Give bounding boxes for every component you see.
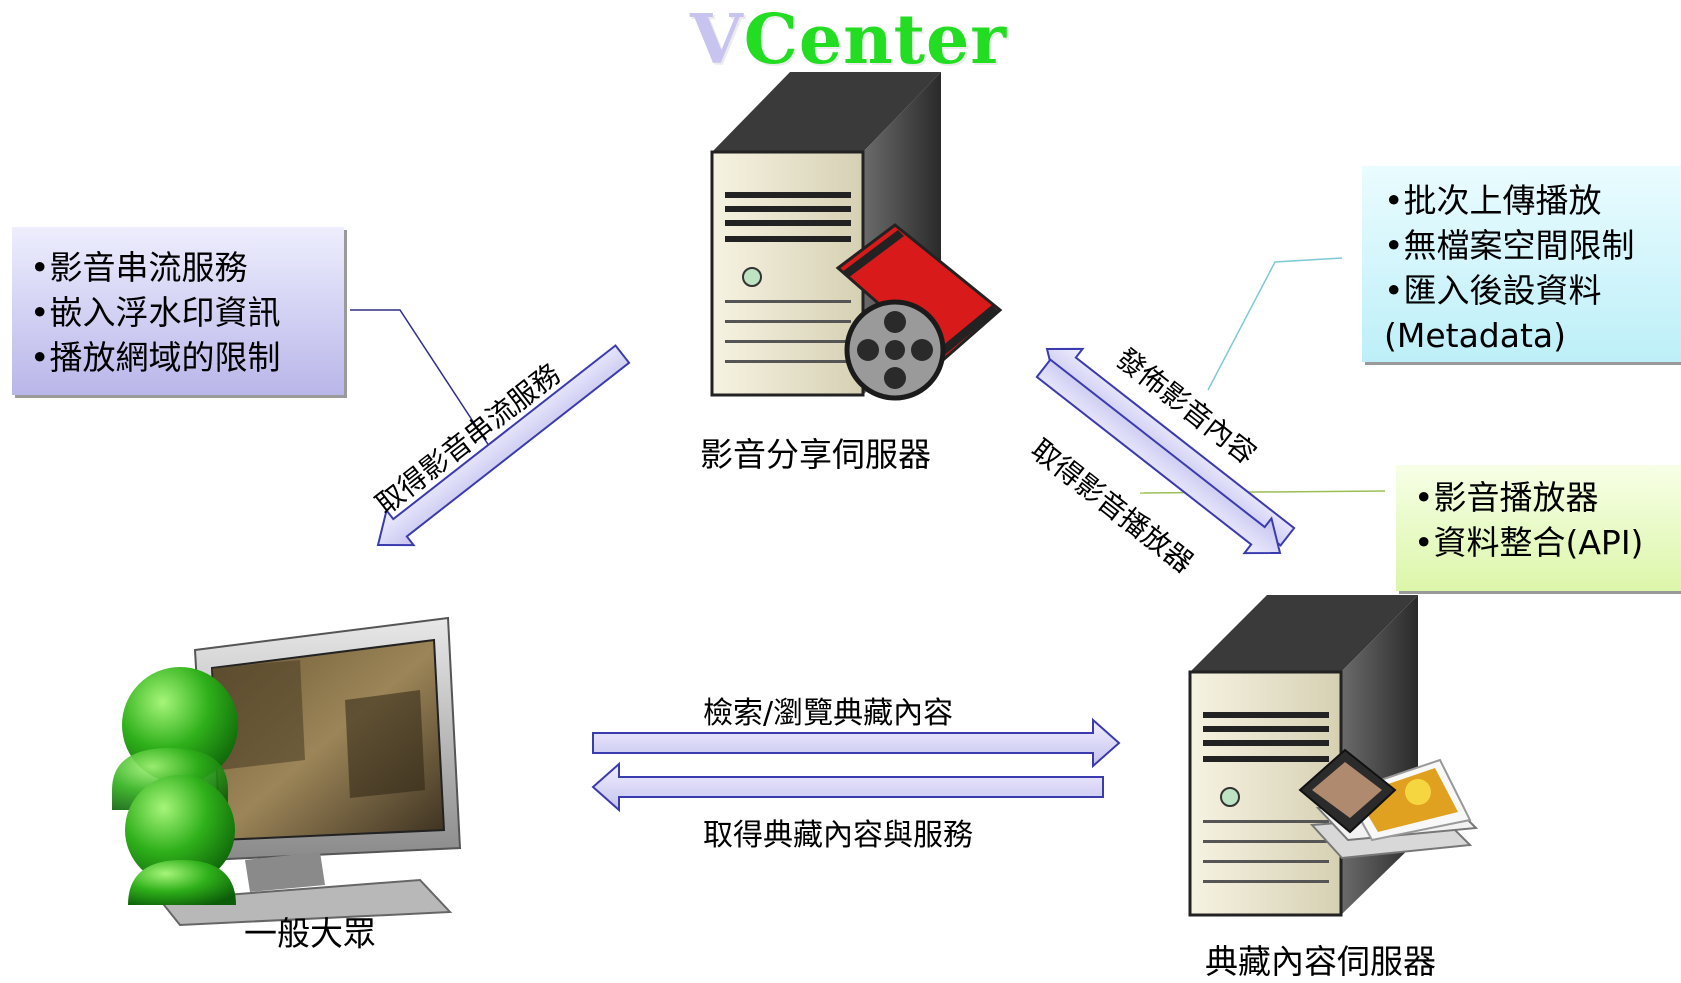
list-item: •無檔案空間限制 (1384, 226, 1635, 265)
collection-server-icon (1188, 595, 1418, 917)
stream-features-box: •影音串流服務 •嵌入浮水印資訊 •播放網域的限制 (12, 227, 344, 395)
collection-server-label: 典藏內容伺服器 (1205, 942, 1436, 981)
arrow-label-get-collection: 取得典藏內容與服務 (703, 818, 973, 853)
arrow-get-stream (376, 344, 631, 547)
right-top-box-connector (1207, 257, 1343, 391)
arrow-get-player (1035, 358, 1282, 555)
left-box-connector (350, 309, 496, 456)
arrow-get-collection (591, 761, 1104, 813)
upload-features-box: •批次上傳播放 •無檔案空間限制 •匯入後設資料 (Metadata) (1362, 166, 1681, 362)
list-item: •批次上傳播放 (1384, 181, 1602, 220)
list-item: •播放網域的限制 (30, 338, 281, 377)
list-item: •影音播放器 (1414, 478, 1599, 517)
photo-stack-icon (1298, 748, 1479, 860)
player-features-box: •影音播放器 •資料整合(API) (1396, 465, 1681, 591)
users-icon (112, 667, 238, 905)
list-item: •影音串流服務 (30, 248, 248, 287)
list-item: •嵌入浮水印資訊 (30, 293, 281, 332)
logo-v: V (690, 0, 744, 80)
logo-center: Center (743, 0, 1008, 80)
right-mid-box-connector (1139, 490, 1386, 494)
arrow-search-browse (592, 717, 1121, 769)
list-item: (Metadata) (1384, 316, 1567, 355)
arrow-label-search-browse: 檢索/瀏覽典藏內容 (703, 696, 954, 731)
video-server-label: 影音分享伺服器 (700, 435, 931, 474)
vcenter-logo: VCenter (690, 0, 1007, 80)
list-item: •匯入後設資料 (1384, 271, 1602, 310)
list-item: •資料整合(API) (1414, 523, 1644, 562)
film-reel-icon (835, 223, 1003, 401)
public-label: 一般大眾 (244, 914, 376, 953)
